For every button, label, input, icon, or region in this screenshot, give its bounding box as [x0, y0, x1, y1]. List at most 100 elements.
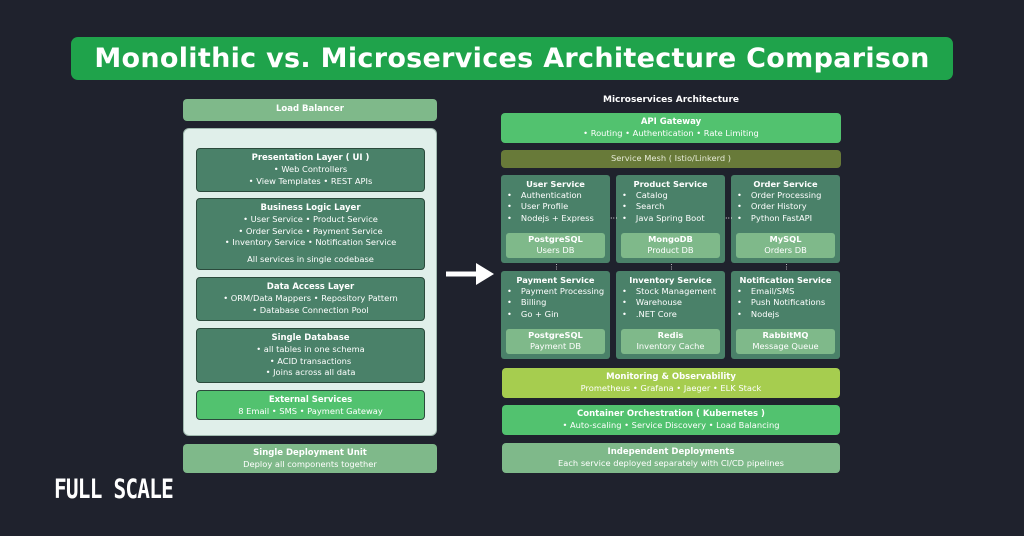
- service-item: Java Spring Boot: [622, 213, 725, 224]
- db-name: RabbitMQ: [762, 330, 809, 340]
- layer-line: • Joins across all data: [265, 366, 356, 377]
- service-items: Order ProcessingOrder HistoryPython Fast…: [731, 190, 840, 224]
- service-item: Payment Processing: [507, 286, 610, 297]
- single-deployment-unit: Single Deployment Unit Deploy all compon…: [183, 444, 437, 473]
- service-name: Order Service: [753, 179, 818, 189]
- db-label: Product DB: [647, 245, 694, 255]
- service-card: Notification ServiceEmail/SMSPush Notifi…: [731, 271, 840, 359]
- gateway-text: • Routing • Authentication • Rate Limiti…: [583, 128, 759, 139]
- layer-line: 8 Email • SMS • Payment Gateway: [238, 406, 383, 417]
- orchestration-text: • Auto-scaling • Service Discovery • Loa…: [562, 420, 780, 431]
- service-item: Python FastAPI: [737, 213, 840, 224]
- data-access-layer: Data Access Layer • ORM/Data Mappers • R…: [196, 277, 425, 321]
- service-name: Notification Service: [739, 275, 832, 285]
- layer-line: • ORM/Data Mappers • Repository Pattern: [223, 293, 398, 304]
- db-name: PostgreSQL: [528, 330, 583, 340]
- service-items: Payment ProcessingBillingGo + Gin: [501, 286, 610, 320]
- connector: ···: [610, 214, 618, 223]
- layer-line: • View Templates • REST APIs: [248, 175, 373, 186]
- deployment-text: Deploy all components together: [243, 459, 377, 470]
- service-name: User Service: [526, 179, 585, 189]
- service-card: Inventory ServiceStock ManagementWarehou…: [616, 271, 725, 359]
- layer-title: Data Access Layer: [266, 282, 355, 292]
- service-item: Push Notifications: [737, 297, 840, 308]
- service-item: .NET Core: [622, 309, 725, 320]
- service-item: Stock Management: [622, 286, 725, 297]
- service-item: Search: [622, 201, 725, 212]
- db-label: Orders DB: [764, 245, 807, 255]
- layer-title: Business Logic Layer: [260, 203, 361, 213]
- service-item: Warehouse: [622, 297, 725, 308]
- service-item: Catalog: [622, 190, 725, 201]
- monitoring: Monitoring & Observability Prometheus • …: [502, 368, 840, 398]
- connector: ⋮: [668, 263, 675, 271]
- layer-line: • User Service • Product Service: [243, 214, 378, 225]
- load-balancer: Load Balancer: [183, 99, 437, 121]
- layer-title: External Services: [268, 395, 353, 405]
- layer-title: Presentation Layer ( UI ): [251, 153, 370, 163]
- layer-line: • all tables in one schema: [256, 344, 365, 355]
- service-card: Payment ServicePayment ProcessingBilling…: [501, 271, 610, 359]
- service-item: Go + Gin: [507, 309, 610, 320]
- service-card: Product ServiceCatalogSearchJava Spring …: [616, 175, 725, 263]
- service-card: Order ServiceOrder ProcessingOrder Histo…: [731, 175, 840, 263]
- container-orchestration: Container Orchestration ( Kubernetes ) •…: [502, 405, 840, 435]
- db-name: PostgreSQL: [528, 234, 583, 244]
- layer-note: All services in single codebase: [247, 254, 374, 265]
- layer-line: • Inventory Service • Notification Servi…: [224, 236, 397, 247]
- service-name: Payment Service: [516, 275, 595, 285]
- service-item: Nodejs: [737, 309, 840, 320]
- service-item: User Profile: [507, 201, 610, 212]
- db-name: Redis: [657, 330, 684, 340]
- page-title: Monolithic vs. Microservices Architectur…: [71, 37, 953, 80]
- service-item: Nodejs + Express: [507, 213, 610, 224]
- db-name: MySQL: [769, 234, 802, 244]
- presentation-layer: Presentation Layer ( UI ) • Web Controll…: [196, 148, 425, 192]
- service-items: Stock ManagementWarehouse.NET Core: [616, 286, 725, 320]
- layer-line: • Order Service • Payment Service: [238, 225, 383, 236]
- service-item: Order Processing: [737, 190, 840, 201]
- service-card: User ServiceAuthenticationUser ProfileNo…: [501, 175, 610, 263]
- deployments-title: Independent Deployments: [607, 447, 735, 457]
- service-mesh: Service Mesh ( Istio/Linkerd ): [501, 150, 841, 168]
- service-items: AuthenticationUser ProfileNodejs + Expre…: [501, 190, 610, 224]
- monitoring-text: Prometheus • Grafana • Jaeger • ELK Stac…: [580, 383, 762, 394]
- orchestration-title: Container Orchestration ( Kubernetes ): [577, 409, 765, 419]
- full-scale-logo: FULL SCALE: [54, 474, 174, 505]
- connector: ···: [725, 214, 733, 223]
- service-items: CatalogSearchJava Spring Boot: [616, 190, 725, 224]
- service-name: Inventory Service: [629, 275, 712, 285]
- db-label: Payment DB: [529, 341, 582, 351]
- service-item: Email/SMS: [737, 286, 840, 297]
- service-item: Billing: [507, 297, 610, 308]
- layer-line: • Database Connection Pool: [252, 304, 369, 315]
- monitoring-title: Monitoring & Observability: [606, 372, 736, 382]
- api-gateway: API Gateway • Routing • Authentication •…: [501, 113, 841, 143]
- external-services: External Services 8 Email • SMS • Paymen…: [196, 390, 425, 420]
- deployments-text: Each service deployed separately with CI…: [558, 458, 784, 469]
- service-name: Product Service: [633, 179, 708, 189]
- service-item: Authentication: [507, 190, 610, 201]
- connector: ⋮: [783, 263, 790, 271]
- db-label: Users DB: [536, 245, 575, 255]
- db-label: Inventory Cache: [636, 341, 705, 351]
- layer-line: • Web Controllers: [273, 164, 348, 175]
- single-database: Single Database • all tables in one sche…: [196, 328, 425, 383]
- arrow-right-icon: [446, 263, 494, 285]
- independent-deployments: Independent Deployments Each service dep…: [502, 443, 840, 473]
- load-balancer-label: Load Balancer: [276, 104, 344, 114]
- layer-line: • ACID transactions: [269, 355, 352, 366]
- db-name: MongoDB: [648, 234, 693, 244]
- business-logic-layer: Business Logic Layer • User Service • Pr…: [196, 198, 425, 270]
- deployment-title: Single Deployment Unit: [253, 448, 367, 458]
- db-label: Message Queue: [752, 341, 819, 351]
- connector: ⋮: [553, 263, 560, 271]
- layer-title: Single Database: [271, 333, 350, 343]
- service-items: Email/SMSPush NotificationsNodejs: [731, 286, 840, 320]
